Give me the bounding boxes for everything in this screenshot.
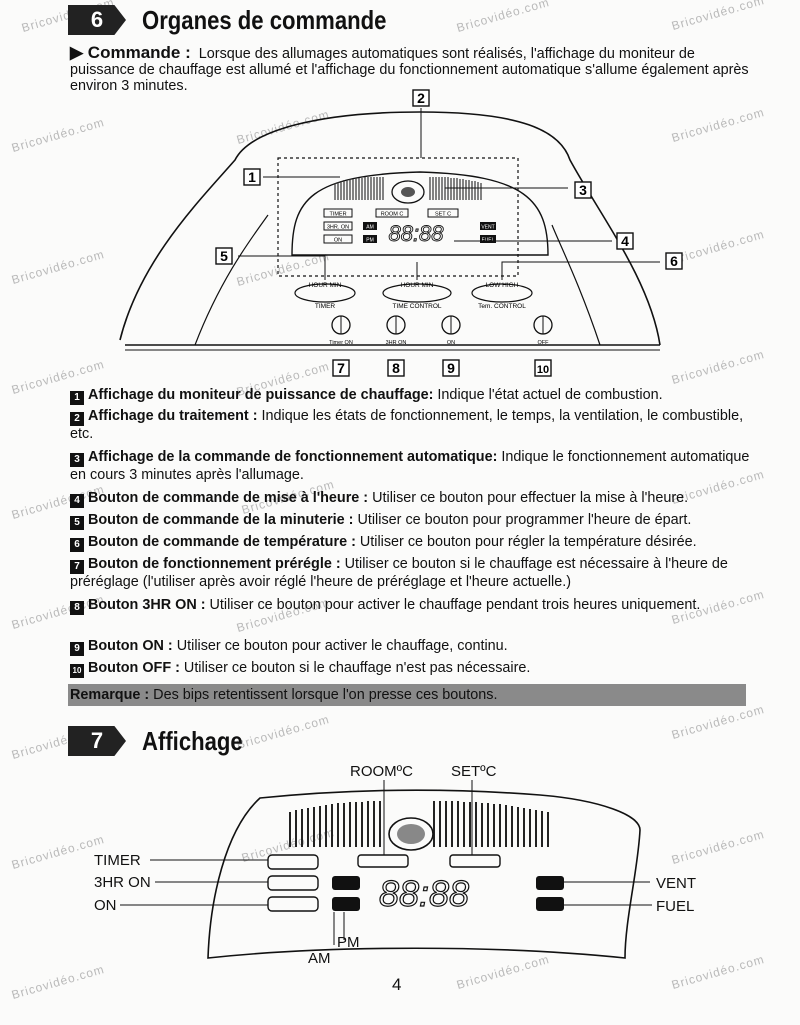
ctrl-time-sub: HOUR MIN: [401, 282, 434, 289]
label-set: SETºC: [451, 763, 497, 780]
display-diagram: 88:88: [120, 780, 652, 959]
callout-4: 4: [621, 233, 629, 249]
list-item: 2 Affichage du traitement : Indique les é…: [70, 408, 760, 444]
ctrl-timer-name: TIMER: [315, 303, 336, 310]
item-text: Utiliser ce bouton pour effectuer la mis…: [368, 490, 689, 506]
item-text: Utiliser ce bouton pour activer le chauf…: [205, 597, 701, 613]
watermark-text: Bricovidéo.com: [669, 702, 767, 742]
label-am: AM: [308, 950, 331, 967]
item-label: Bouton 3HR ON :: [88, 597, 206, 613]
callout-2: 2: [417, 90, 425, 106]
list-item: 1 Affichage du moniteur de puissance de c…: [70, 387, 760, 405]
item-number: 8: [70, 601, 84, 615]
item-label: Affichage du traitement :: [88, 408, 258, 424]
item-label: Bouton ON :: [88, 638, 173, 654]
intro-paragraph: ▶ Commande : Lorsque des allumages autom…: [70, 43, 760, 94]
label-on: ON: [94, 897, 117, 914]
callout-9: 9: [447, 360, 455, 376]
section-7-number: 7: [90, 728, 104, 753]
btn-3hr-text: 3HR ON: [386, 340, 407, 346]
item-text: Utiliser ce bouton si le chauffage est n…: [70, 556, 728, 590]
section-6-badge: 6: [68, 5, 126, 35]
panel-pm-text: PM: [366, 238, 374, 244]
callout-1: 1: [248, 169, 256, 185]
item-label: Bouton de commande de température :: [88, 534, 356, 550]
item-text: Utiliser ce bouton si le chauffage n'est…: [179, 660, 531, 676]
callout-7: 7: [337, 360, 345, 376]
item-number: 4: [70, 494, 84, 508]
item-number: 6: [70, 538, 84, 552]
ctrl-temp-sub: LOW HIGH: [486, 282, 519, 289]
watermark-text: Bricovidéo.com: [669, 0, 767, 33]
item-number: 3: [70, 453, 84, 467]
item-number: 1: [70, 391, 84, 405]
panel-on-text: ON: [334, 238, 342, 244]
section-7-title: Affichage: [142, 726, 243, 756]
item-number: 10: [70, 664, 84, 678]
watermark-text: Bricovidéo.com: [234, 712, 332, 752]
panel-set-text: SET C: [435, 212, 451, 218]
display-digits: 88:88: [379, 873, 469, 914]
intro-label: ▶ Commande :: [70, 43, 191, 62]
panel-digits: 88:88: [388, 221, 444, 246]
section-7-badge: 7: [68, 726, 126, 756]
ctrl-time-name: TIME CONTROL: [392, 303, 441, 310]
panel-3hr-text: 3HR. ON: [327, 225, 349, 231]
label-timer: TIMER: [94, 852, 141, 869]
list-item: 10 Bouton OFF : Utiliser ce bouton si le …: [70, 660, 760, 678]
list-item: 3 Affichage de la commande de fonctionnem…: [70, 449, 760, 485]
item-number: 7: [70, 560, 84, 574]
item-number: 9: [70, 642, 84, 656]
item-label: Bouton de commande de mise à l'heure :: [88, 490, 369, 506]
list-item: 6 Bouton de commande de température : Uti…: [70, 534, 760, 552]
ctrl-timer-sub: HOUR MIN: [309, 282, 342, 289]
item-label: Bouton de fonctionnement prérégle :: [88, 556, 341, 572]
note-bar: Remarque : Des bips retentissent lorsque…: [68, 684, 746, 706]
panel-room-text: ROOM C: [381, 212, 404, 218]
item-number: 5: [70, 516, 84, 530]
item-label: Bouton OFF :: [88, 660, 180, 676]
item-text: Indique l'état actuel de combustion.: [433, 387, 663, 403]
callout-6: 6: [670, 253, 678, 269]
section-6-title: Organes de commande: [142, 5, 387, 35]
item-text: Indique les états de fonctionnement, le …: [70, 408, 744, 442]
note-label: Remarque :: [70, 687, 150, 703]
panel-vent-text: VENT: [481, 225, 494, 231]
intro-text: Lorsque des allumages automatiques sont …: [70, 46, 749, 94]
label-pm: PM: [337, 934, 360, 951]
label-vent: VENT: [656, 875, 697, 892]
item-label: Affichage de la commande de fonctionneme…: [88, 449, 498, 465]
label-room: ROOMºC: [350, 763, 413, 780]
callout-3: 3: [579, 182, 587, 198]
item-text: Utiliser ce bouton pour programmer l'heu…: [353, 512, 692, 528]
btn-timer-on-text: Timer ON: [329, 340, 353, 346]
list-item: 8 Bouton 3HR ON : Utiliser ce bouton pour…: [70, 597, 760, 615]
section-6-number: 6: [90, 7, 104, 32]
label-fuel: FUEL: [656, 898, 695, 915]
callout-5: 5: [220, 248, 228, 264]
btn-off-text: OFF: [538, 340, 550, 346]
item-text: Utiliser ce bouton pour activer le chauf…: [172, 638, 508, 654]
item-label: Affichage du moniteur de puissance de ch…: [88, 387, 434, 403]
label-3hr-on: 3HR ON: [94, 874, 151, 891]
page-number: 4: [392, 975, 402, 994]
item-text: Indique le fonctionnement automatique en…: [70, 449, 750, 483]
ctrl-temp-name: Tem. CONTROL: [478, 303, 526, 310]
watermark-text: Bricovidéo.com: [454, 0, 552, 35]
list-item: 5 Bouton de commande de la minuterie : Ut…: [70, 512, 760, 530]
item-number: 2: [70, 412, 84, 426]
list-item: 9 Bouton ON : Utiliser ce bouton pour act…: [70, 638, 760, 656]
list-item: 7 Bouton de fonctionnement prérégle : Uti…: [70, 556, 760, 592]
control-panel-diagram: TIMER 3HR. ON ON ROOM C SET C AM PM VENT…: [119, 89, 683, 377]
callout-8: 8: [392, 360, 400, 376]
panel-am-text: AM: [366, 225, 374, 231]
btn-on-text: ON: [447, 340, 455, 346]
note-text: Des bips retentissent lorsque l'on press…: [149, 687, 498, 703]
item-text: Utiliser ce bouton pour régler la tempér…: [355, 534, 697, 550]
item-label: Bouton de commande de la minuterie :: [88, 512, 354, 528]
panel-timer-text: TIMER: [329, 212, 346, 218]
callout-10: 10: [537, 364, 549, 376]
